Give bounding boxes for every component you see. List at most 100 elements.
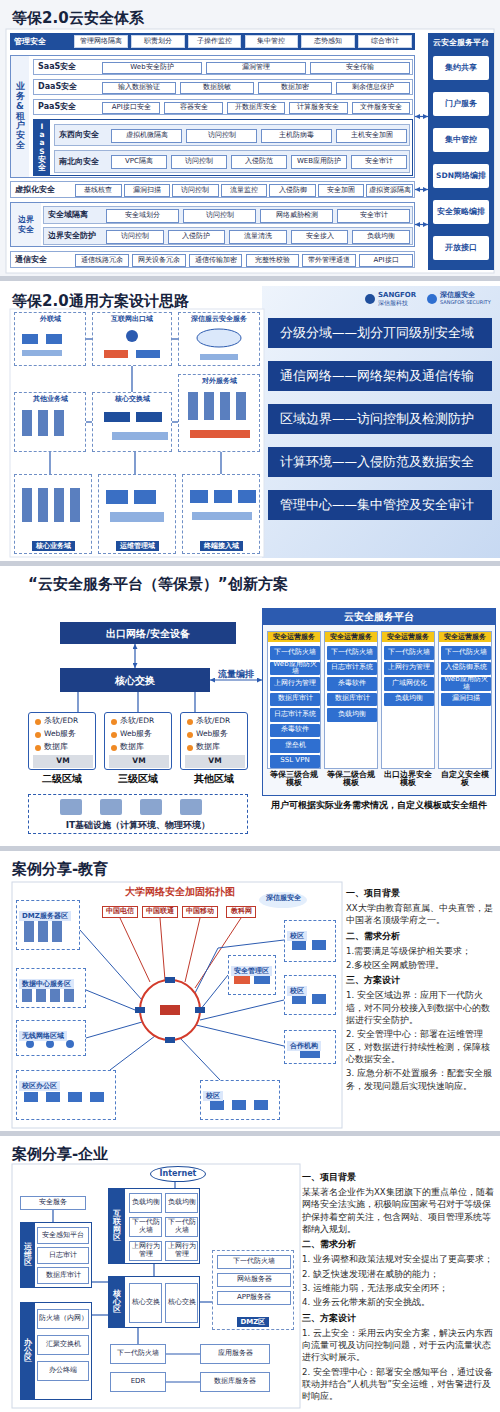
zone-caption: 其他区域 [194,773,234,785]
vstrip-box: 办公区防火墙（内网）汇聚交换机办公终端 [20,1302,92,1400]
connector [92,1281,108,1282]
box-text: APP服务器 [237,1294,271,1302]
rect-shape [180,799,202,815]
box-header: 安全管理区 [231,966,272,976]
reg-box: 外联域 [14,312,86,366]
box-text: 主机安全加固 [351,132,393,140]
sitem-box: 负载均衡 [384,693,434,707]
box-text: 中国电信 [106,908,134,915]
box-text: 下一代防火墙 [445,649,487,657]
sitem-box: 上网行为管理 [270,677,320,691]
body-text: 2.多校区全网威胁管理。 [346,959,494,971]
cell-box: 职责划分 [131,35,185,48]
box-header: 校区 [287,931,307,941]
box-text: 安全审计 [365,158,393,166]
rect-shape [104,350,128,358]
box-text: 负载均衡 [132,1199,160,1207]
cell-box: 漏洞扫描 [124,184,171,197]
section-heading: 三、方案设计 [346,974,494,987]
row-label: 东西向安全 [55,130,109,139]
sitem-box: 数据库审计 [270,693,320,707]
rect-shape [46,334,62,344]
rect-shape [165,1037,175,1043]
line-shape [110,1036,155,1070]
cell-box: 流量清洗 [229,230,287,244]
line-shape [196,1025,284,1046]
text-column: 一、项目背景XX大学由教育部直属、中央直管，是中国著名顶级学府之一。二、需求分析… [346,884,494,1094]
box-text: 漏洞扫描 [133,187,161,195]
vstrip-box: 互联网区负载均衡负载均衡下一代防火墙下一代防火墙上网行为管理上网行为管理 [108,1188,200,1264]
slide-title: 等保2.0通用方案设计思路 [12,292,189,310]
rect-shape [136,412,162,422]
box-text: 数据脱敏 [203,84,231,92]
cell-box: 数据加密 [258,82,332,94]
bar-box: PaaS安全API接口安全容器安全开数据库安全计算服务安全文件服务安全 [33,99,413,115]
cell-box: 数据脱敏 [180,82,254,94]
box-text: 数据库 [196,743,220,751]
cell-box: API接口 [359,254,413,267]
cell-box: 访问控制 [171,155,227,169]
box-header: 校区办公区 [19,1081,60,1091]
rect-shape [0,276,500,281]
pitem-box: 集中管控 [433,128,489,152]
rect-shape [12,882,342,1128]
line-shape [80,930,142,1000]
section-heading: 二、需求分析 [346,930,494,943]
note-label: 深信服安全 [262,894,304,902]
label-strip: 边界安全 [11,203,41,246]
cell-box: 输入数据验证 [102,82,176,94]
sitem-box: SSL VPN [270,755,320,769]
label-wrap: 深信服科技 [378,300,426,307]
box-text: Internet [160,1170,197,1179]
box-text: 网关设备冗余 [138,257,180,265]
vstrip-box: 运维区安全感知平台日志审计数据库审计 [20,1222,92,1288]
rect-shape [52,918,62,942]
vertical-label: 业务&租户安全 [16,82,25,151]
bar-box: 东西向安全虚拟机微隔离访问控制主机防病毒主机安全加固 [54,124,410,146]
box-header: 数据中心服务区 [19,979,74,989]
box-text: 访问控制 [181,187,209,195]
box-text: 容器安全 [180,104,208,112]
connector [52,1210,53,1222]
box-text: 负载均衡 [168,1199,196,1207]
cell-box: 流量监控 [221,184,268,197]
isp-box: 教科网 [226,906,256,918]
rect-shape [204,392,214,420]
box-header: DMZ服务器区 [19,911,71,921]
row-label: 虚拟化安全 [11,185,73,194]
splat-box: 云安全服务平台安全运营服务等保三级合规模板下一代防火墙Web应用防火墙上网行为管… [262,608,496,796]
body-text: 1. 云上安全：采用云内安全方案，解决云内东西向流量可视及访问控制问题，对于云内… [302,1327,496,1364]
dbar-box: 核心交换 [60,668,210,692]
cell-box: 漏洞管理 [206,62,306,74]
connector [415,189,428,190]
rect-shape [6,29,494,273]
box-text: 负载均衡 [338,711,366,719]
sitem-box: 堡垒机 [270,739,320,753]
rect-shape [135,1007,145,1013]
box-text: Web服务 [120,730,152,738]
box-text: 数据库审计 [278,695,313,703]
rect-shape [100,799,122,815]
box-text: 态势感知 [314,38,342,46]
cellb-box: 负载均衡 [129,1193,162,1213]
panel-box: 等保2.0通用方案设计思路外联域互联网出口域深信服云安全服务其他业务域核心交换域… [0,281,500,561]
box-text: 分级分域——划分丌同级别安全域 [268,326,474,340]
row-label: 边界安全防护 [44,231,104,240]
plat-box: 云安全服务平台集约共享门户服务集中管控SDN网络编排安全策略编排开放接口 [428,33,494,270]
bar-box: 南北向安全VPC隔离访问控制入侵防范WEB应用防护安全审计 [54,150,410,173]
rect-shape [22,488,32,522]
sitem-box: 广域网优化 [384,677,434,691]
row-label: DaaS安全 [34,82,96,91]
connector [92,1314,108,1315]
box-text: Web服务 [44,730,76,738]
isp-box: 中国电信 [102,906,138,918]
zvm-box: VM [185,755,245,768]
row-label: 安全域隔离 [44,210,104,219]
sitem-box: 日志审计系统 [270,708,320,722]
rect-shape [54,488,64,522]
cellb-box: 上网行为管理 [165,1241,198,1261]
box-text: 下一代防火墙 [117,1350,159,1358]
box-text: 下一代防火墙 [274,649,316,657]
box-text: 杀软/EDR [196,717,230,725]
zone-box: 二级区域杀软/EDRWeb服务数据库VM [28,712,96,770]
